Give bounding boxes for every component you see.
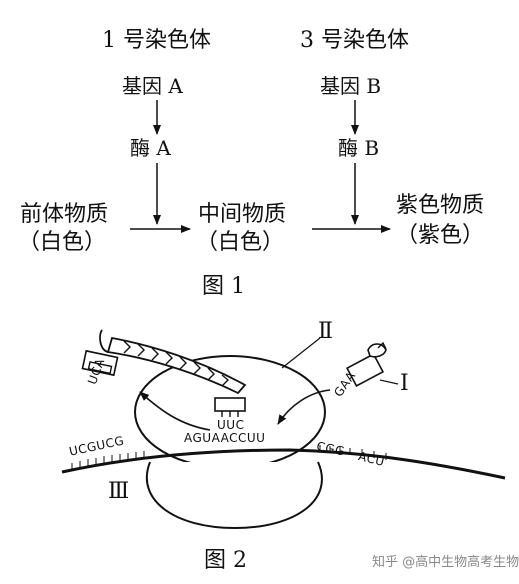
mrna-ticks: [71, 445, 387, 470]
left-departing-trna: [81, 349, 119, 377]
gene-a-label: 基因 A: [122, 74, 183, 98]
enzyme-b-label: 酶 B: [338, 136, 380, 160]
label-ii-pointer: [281, 337, 321, 369]
label-ii: Ⅱ: [318, 318, 333, 343]
center-trna: [214, 397, 246, 417]
figure-2-caption: 图 2: [204, 548, 247, 573]
label-iii: Ⅲ: [108, 478, 130, 503]
purple-substance-label: 紫色物质: [396, 193, 485, 218]
label-i-pointer: [379, 379, 399, 385]
mrna-strand: [61, 448, 506, 480]
chromosome-1-label: 1 号染色体: [102, 28, 211, 53]
label-i: Ⅰ: [400, 370, 409, 395]
precursor-label: 前体物质: [20, 202, 109, 227]
incoming-trna: [345, 341, 387, 387]
chromosome-3-label: 3 号染色体: [300, 28, 409, 53]
mrna-inside-sequence: AGUAACCUU: [184, 431, 266, 445]
enzyme-a-label: 酶 A: [130, 136, 171, 160]
intermediate-color-label: （白色）: [196, 230, 285, 255]
trna-entry-arrow: [277, 389, 331, 425]
purple-color-label: （紫色）: [396, 223, 485, 248]
watermark: 知乎 @高中生物高考生物: [372, 555, 519, 570]
intermediate-label: 中间物质: [198, 202, 287, 227]
peptide-chain: [99, 329, 247, 395]
center-trna-anticodon: UUC: [217, 418, 245, 432]
precursor-color-label: （白色）: [18, 230, 107, 255]
figure-1-caption: 图 1: [202, 274, 245, 299]
gene-b-label: 基因 B: [320, 74, 382, 98]
ribosome-small-subunit: [145, 461, 323, 530]
trna-exit-arrow: [139, 391, 211, 431]
